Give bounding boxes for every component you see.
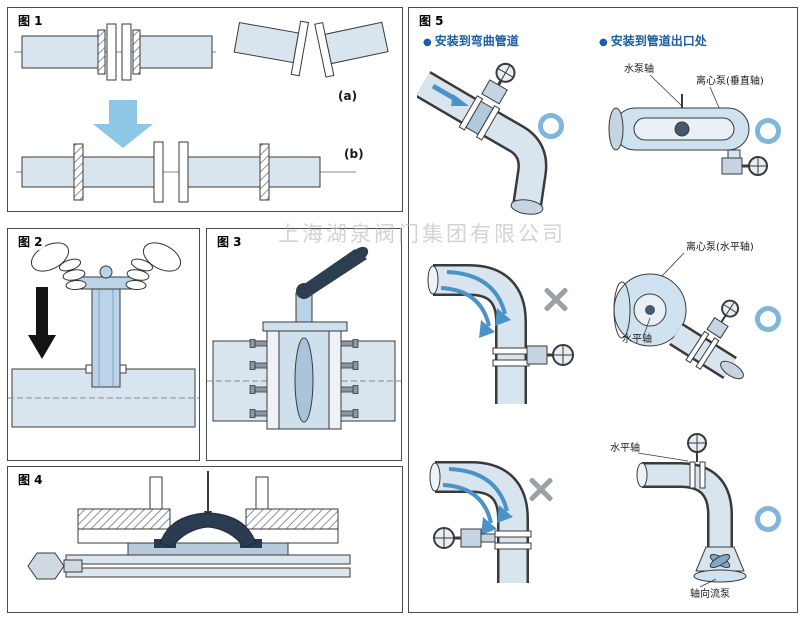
elbow-pipe	[417, 71, 548, 215]
horizontal-axis-label: 水平轴	[622, 332, 652, 345]
seat-assembly	[77, 476, 339, 556]
right-hand-icon	[125, 242, 182, 291]
elbow-wrong-right-drawing	[427, 264, 574, 404]
figure-4-panel: 图 4	[7, 466, 403, 613]
sublabel-a: (a)	[338, 89, 357, 103]
outlet-pipe	[669, 322, 744, 380]
flow-arrowhead	[481, 517, 497, 535]
figure-3-drawing	[207, 246, 401, 430]
bullet-icon: ●	[599, 37, 608, 48]
flanges	[266, 330, 342, 430]
figure-3-panel: 图 3	[206, 228, 402, 461]
valve-with-handwheel-icon	[492, 344, 574, 367]
correct-mark-icon	[755, 118, 781, 144]
flow-arrow-icon	[431, 83, 469, 106]
horizontal-axis-label: 水平轴	[610, 441, 640, 454]
figure-5-panel: 图 5 ●安装到弯曲管道 ●安装到管道出口处	[408, 7, 798, 613]
pump-shaft-label: 水泵轴	[624, 62, 654, 75]
horizontal-axis-pump	[613, 273, 687, 347]
elbow-pipe	[636, 462, 733, 547]
header-install-curved-pipe: ●安装到弯曲管道	[423, 32, 519, 49]
cell-outlet-vertical-pump-correct: 水泵轴 离心泵(垂直轴)	[594, 56, 792, 236]
leader-line	[649, 74, 683, 107]
figure-2-panel: 图 2	[7, 228, 200, 461]
valve-with-handwheel-icon	[687, 433, 707, 489]
flow-arrowhead	[479, 320, 495, 338]
axial-pump-drawing: 水平轴	[610, 433, 747, 600]
figure-1-label: 图 1	[16, 12, 45, 29]
cell-outlet-horizontal-pump-correct: 离心泵(水平轴) 水平轴	[594, 236, 792, 431]
header-install-curved-pipe-text: 安装到弯曲管道	[434, 34, 519, 48]
sublabel-b: (b)	[344, 147, 364, 161]
figure-1-panel: 图 1	[7, 7, 403, 212]
valve-body	[278, 330, 330, 430]
cell-curved-pipe-correct	[417, 56, 589, 236]
figure-4-drawing	[27, 471, 351, 580]
correct-mark-icon	[538, 113, 564, 139]
flow-arrow-icon	[442, 467, 509, 524]
pipes	[207, 340, 401, 422]
leader-line	[709, 86, 721, 111]
aligned-pipe-diagram	[14, 23, 216, 81]
leader-line	[699, 578, 717, 588]
vertical-pump-drawing: 水泵轴 离心泵(垂直轴)	[608, 62, 768, 176]
cell-outlet-axial-pump-correct: 水平轴	[594, 431, 792, 609]
elbow-wrong-left-drawing	[429, 461, 532, 583]
hex-bolt-icon	[27, 552, 83, 580]
flow-arrowhead	[497, 505, 513, 523]
correct-mark-icon	[755, 306, 781, 332]
figure-2-label: 图 2	[16, 233, 45, 250]
valve-with-handwheel-icon	[433, 527, 532, 550]
figure-1-drawing: (a) (b)	[14, 20, 389, 203]
down-arrow-icon	[93, 100, 153, 148]
mounting-plate	[262, 321, 348, 332]
horizontal-pump-drawing: 离心泵(水平轴) 水平轴	[613, 240, 754, 380]
leader-line	[661, 252, 685, 277]
header-install-pipe-outlet: ●安装到管道出口处	[599, 32, 707, 49]
figure-3-label: 图 3	[215, 233, 244, 250]
figure-4-label: 图 4	[16, 471, 45, 488]
correct-mark-icon	[755, 506, 781, 532]
figure-5-label: 图 5	[417, 12, 446, 29]
butterfly-valve-body	[77, 265, 135, 388]
valve-with-handwheel-icon	[458, 62, 516, 141]
valve-with-handwheel-icon	[685, 299, 740, 370]
centrifugal-horizontal-label: 离心泵(水平轴)	[686, 240, 754, 253]
centrifugal-vertical-label: 离心泵(垂直轴)	[696, 74, 764, 87]
leader-line	[637, 452, 689, 462]
curved-pipe-correct-drawing	[417, 62, 548, 215]
cell-curved-pipe-wrong-left	[417, 431, 589, 609]
valve-with-handwheel-icon	[721, 149, 768, 176]
wrong-mark-icon	[527, 475, 555, 503]
bullet-icon: ●	[423, 37, 432, 48]
lever-handle-icon	[296, 246, 369, 299]
bolts	[249, 339, 359, 418]
pressing-arrow-icon	[28, 287, 56, 359]
header-install-pipe-outlet-text: 安装到管道出口处	[610, 34, 707, 48]
shaft-rods	[65, 554, 351, 578]
leader-line	[643, 317, 651, 336]
misaligned-pipe-diagram	[233, 20, 389, 78]
elbow-pipe	[429, 461, 529, 583]
flow-arrowhead	[495, 308, 511, 326]
flow-arrow-icon	[440, 270, 507, 327]
cell-curved-pipe-wrong-right	[417, 236, 589, 431]
figure-2-drawing	[8, 242, 199, 428]
elbow-pipe	[427, 264, 527, 404]
wrong-mark-icon	[542, 285, 570, 313]
axial-flow-pump-label: 轴向流泵	[690, 587, 730, 600]
vertical-axis-pump	[608, 94, 750, 151]
axial-flow-pump	[693, 546, 747, 583]
corrected-pipe-diagram	[16, 141, 356, 203]
rubber-seat	[154, 512, 262, 548]
